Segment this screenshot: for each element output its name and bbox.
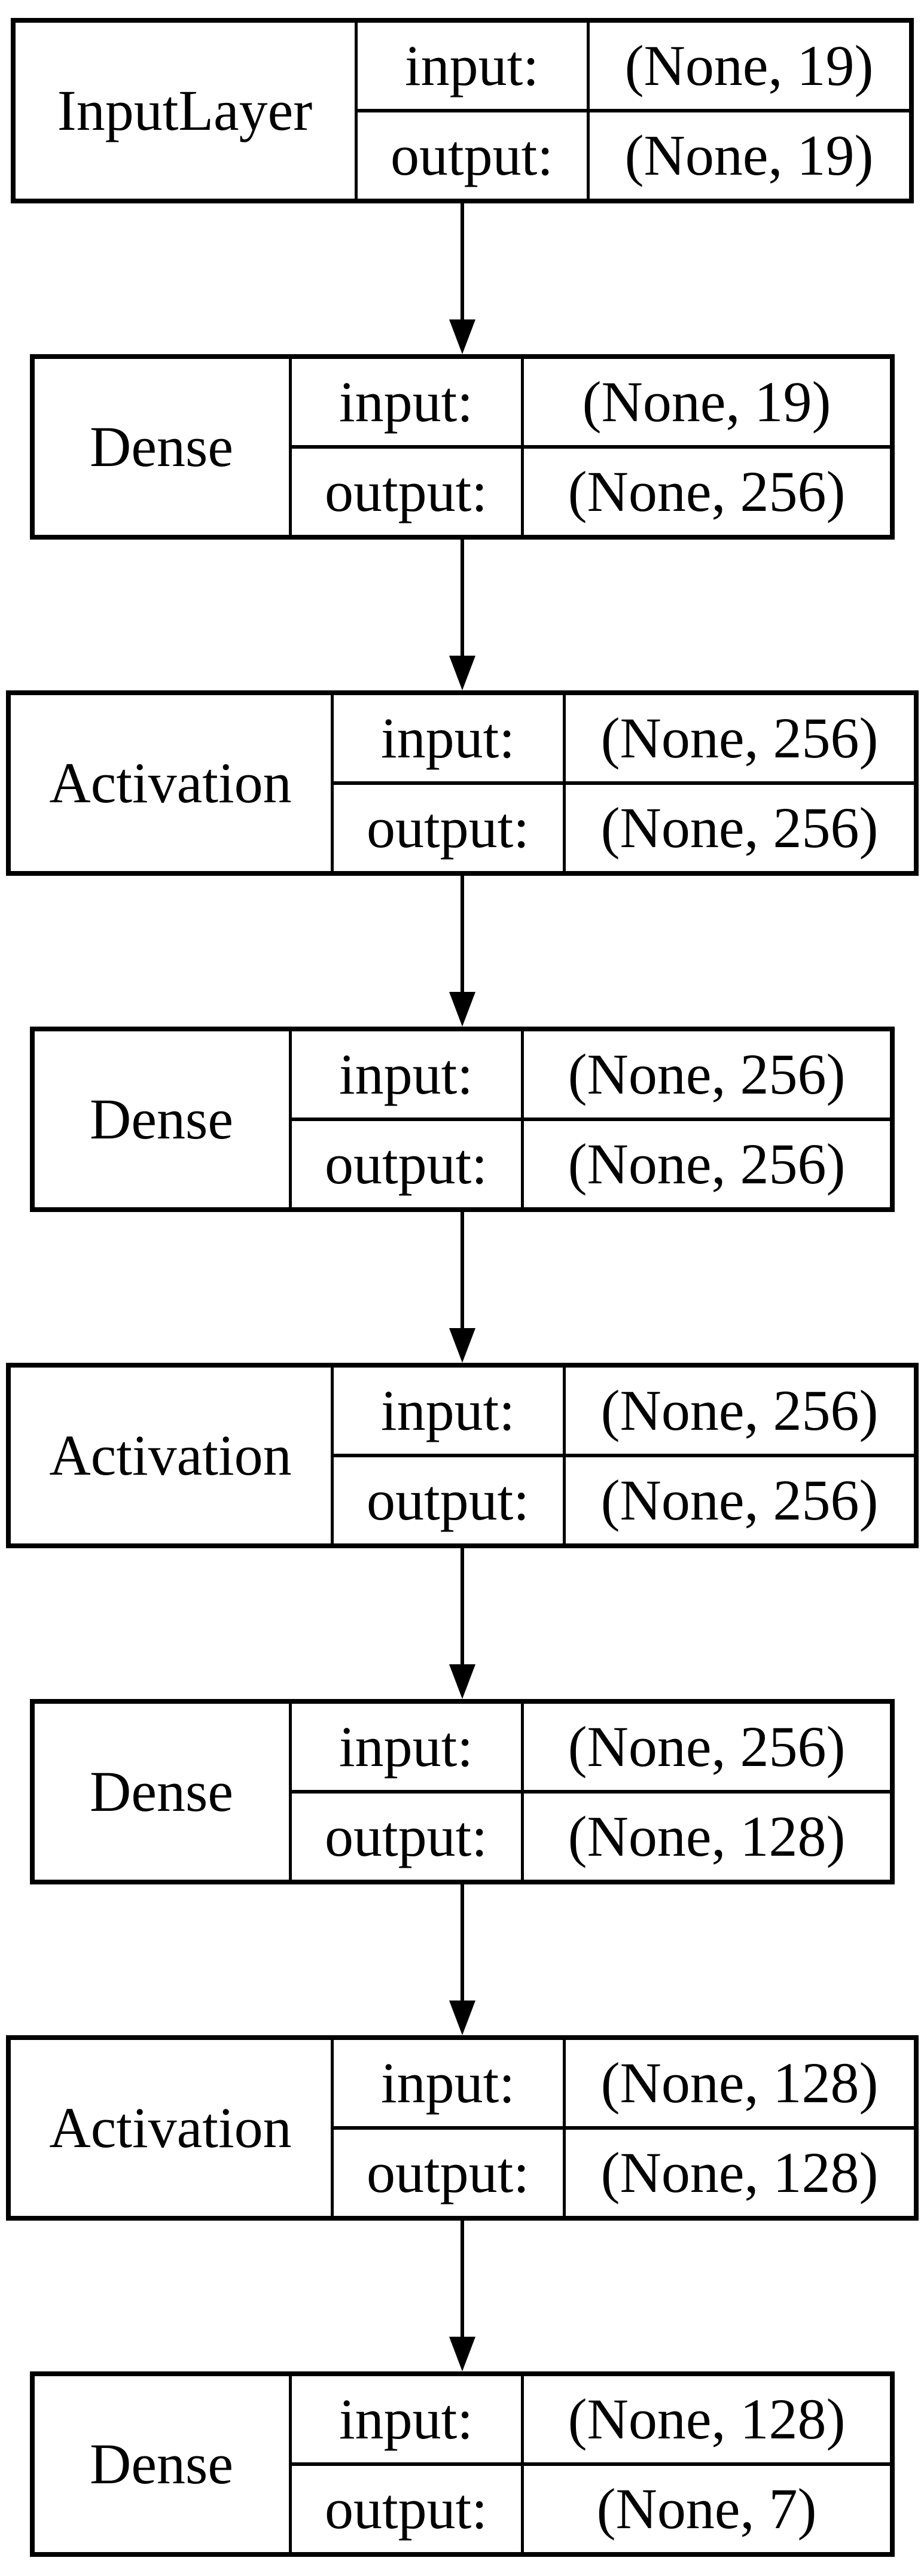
output-shape: (None, 128) xyxy=(600,2140,879,2204)
input-row: input: (None, 19) xyxy=(291,359,890,449)
layer-node: Dense input: (None, 256) output: (None, … xyxy=(29,1699,895,1884)
input-row: input: (None, 128) xyxy=(291,2376,890,2466)
input-shape: (None, 19) xyxy=(582,370,831,434)
arrowhead-down-icon xyxy=(449,319,475,354)
arrow-shaft xyxy=(460,876,464,992)
input-row: input: (None, 128) xyxy=(333,2040,914,2130)
layer-node: Activation input: (None, 256) output: (N… xyxy=(5,1363,919,1548)
arrow-shaft xyxy=(460,1884,464,2000)
input-label: input: xyxy=(292,359,524,445)
input-label: input: xyxy=(358,23,590,109)
flow-arrow xyxy=(449,2221,475,2371)
input-label: input: xyxy=(334,1368,566,1454)
output-label: output: xyxy=(334,2130,566,2216)
layer-node: InputLayer input: (None, 19) output: (No… xyxy=(10,18,914,203)
io-table: input: (None, 256) output: (None, 256) xyxy=(291,1031,890,1207)
output-row: output: (None, 256) xyxy=(334,785,914,871)
input-row: input: (None, 19) xyxy=(357,23,909,112)
io-table: input: (None, 128) output: (None, 7) xyxy=(291,2376,890,2552)
output-shape: (None, 19) xyxy=(624,123,874,187)
flow-arrow xyxy=(449,540,475,690)
flow-arrow xyxy=(449,1884,475,2035)
input-shape: (None, 256) xyxy=(568,1042,846,1106)
output-shape: (None, 128) xyxy=(568,1804,846,1868)
output-shape: (None, 256) xyxy=(568,1132,846,1196)
arrow-shaft xyxy=(460,540,464,656)
arrowhead-down-icon xyxy=(449,656,475,690)
layer-name: Dense xyxy=(35,1031,292,1207)
input-label: input: xyxy=(334,695,566,781)
arrowhead-down-icon xyxy=(449,2337,475,2371)
layer-node: Dense input: (None, 19) output: (None, 2… xyxy=(29,354,895,540)
layer-name: Dense xyxy=(35,1704,292,1880)
output-label: output: xyxy=(292,1121,524,1207)
output-shape: (None, 256) xyxy=(568,459,846,523)
layer-name: Activation xyxy=(11,1368,334,1543)
flow-arrow xyxy=(449,876,475,1027)
output-label: output: xyxy=(292,1794,524,1880)
output-label: output: xyxy=(358,112,590,199)
layer-name: Activation xyxy=(11,695,334,871)
output-row: output: (None, 7) xyxy=(292,2466,890,2552)
arrow-shaft xyxy=(460,1212,464,1328)
arrowhead-down-icon xyxy=(449,1328,475,1363)
input-shape: (None, 128) xyxy=(568,2387,846,2451)
output-row: output: (None, 256) xyxy=(334,1457,914,1543)
layer-name: Dense xyxy=(35,359,292,535)
layer-name: Dense xyxy=(35,2376,292,2552)
output-row: output: (None, 256) xyxy=(292,449,890,535)
input-shape: (None, 256) xyxy=(600,1378,879,1442)
input-row: input: (None, 256) xyxy=(291,1031,890,1121)
io-table: input: (None, 128) output: (None, 128) xyxy=(333,2040,914,2216)
arrow-shaft xyxy=(460,1548,464,1664)
input-shape: (None, 128) xyxy=(600,2051,879,2115)
input-label: input: xyxy=(334,2040,566,2126)
flow-arrow xyxy=(449,203,475,354)
output-label: output: xyxy=(292,2466,524,2552)
output-label: output: xyxy=(334,785,566,871)
layer-name: Activation xyxy=(11,2040,334,2216)
layer-node: Activation input: (None, 256) output: (N… xyxy=(5,690,919,876)
input-row: input: (None, 256) xyxy=(333,695,914,785)
io-table: input: (None, 256) output: (None, 256) xyxy=(333,1368,914,1543)
input-row: input: (None, 256) xyxy=(333,1368,914,1457)
arrow-shaft xyxy=(460,2221,464,2337)
layer-node: Dense input: (None, 256) output: (None, … xyxy=(29,1027,895,1212)
output-shape: (None, 256) xyxy=(600,1468,879,1532)
flow-arrow xyxy=(449,1212,475,1363)
layer-node: Dense input: (None, 128) output: (None, … xyxy=(29,2371,895,2557)
layer-name: InputLayer xyxy=(16,23,358,199)
output-label: output: xyxy=(334,1457,566,1543)
arrowhead-down-icon xyxy=(449,2000,475,2035)
io-table: input: (None, 19) output: (None, 256) xyxy=(291,359,890,535)
output-label: output: xyxy=(292,449,524,535)
flow-arrow xyxy=(449,1548,475,1699)
input-label: input: xyxy=(292,2376,524,2462)
arrowhead-down-icon xyxy=(449,1664,475,1699)
input-label: input: xyxy=(292,1704,524,1790)
input-label: input: xyxy=(292,1031,524,1118)
input-row: input: (None, 256) xyxy=(291,1704,890,1794)
output-shape: (None, 256) xyxy=(600,796,879,860)
output-row: output: (None, 128) xyxy=(334,2130,914,2216)
io-table: input: (None, 256) output: (None, 128) xyxy=(291,1704,890,1880)
io-table: input: (None, 19) output: (None, 19) xyxy=(357,23,909,199)
output-shape: (None, 7) xyxy=(596,2477,817,2541)
layer-node: Activation input: (None, 128) output: (N… xyxy=(5,2035,919,2221)
io-table: input: (None, 256) output: (None, 256) xyxy=(333,695,914,871)
input-shape: (None, 256) xyxy=(568,1715,846,1779)
output-row: output: (None, 128) xyxy=(292,1794,890,1880)
arrow-shaft xyxy=(460,203,464,319)
output-row: output: (None, 256) xyxy=(292,1121,890,1207)
input-shape: (None, 256) xyxy=(600,706,879,770)
output-row: output: (None, 19) xyxy=(358,112,909,199)
input-shape: (None, 19) xyxy=(624,34,874,98)
arrowhead-down-icon xyxy=(449,992,475,1027)
